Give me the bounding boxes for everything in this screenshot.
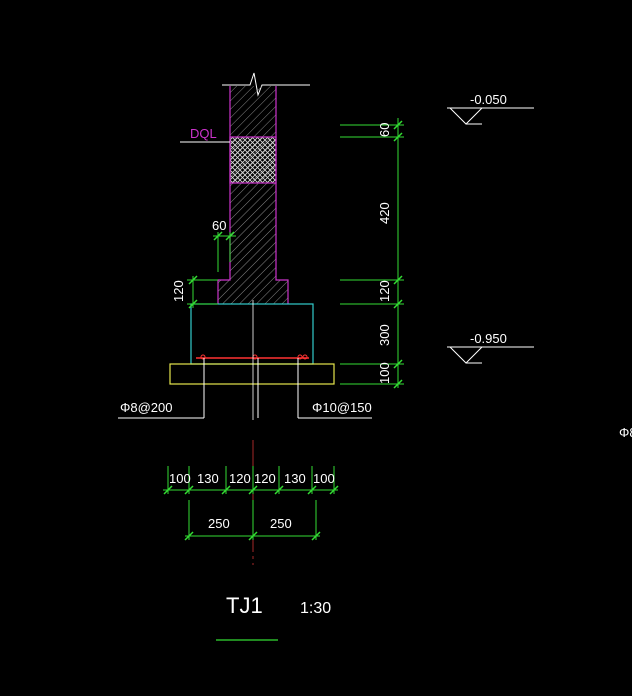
- footing: [190, 303, 314, 365]
- hdim-100-right: 100: [313, 471, 335, 486]
- vertical-dimension-labels: 60 420 120 300 100: [377, 123, 392, 384]
- rebar-right-label: Φ10@150: [312, 400, 372, 415]
- ring-beam: DQL: [180, 126, 277, 184]
- dim-120: 120: [377, 280, 392, 302]
- left-dimensions: [187, 231, 236, 309]
- edge-fragment-label: Φ8: [619, 425, 632, 440]
- dim-left-120: 120: [171, 280, 186, 302]
- hdim-250-left: 250: [208, 516, 230, 531]
- hdim-120-left: 120: [229, 471, 251, 486]
- hdim-250-right: 250: [270, 516, 292, 531]
- elevation-bottom-label: -0.950: [470, 331, 507, 346]
- hdim-100-left: 100: [169, 471, 191, 486]
- drawing-title-block: TJ1 1:30: [216, 593, 331, 641]
- dim-300: 300: [377, 324, 392, 346]
- beam-label: DQL: [190, 126, 217, 141]
- wall-section: [217, 86, 289, 304]
- hdim-120-right: 120: [254, 471, 276, 486]
- drawing-title: TJ1: [226, 593, 263, 618]
- dim-420: 420: [377, 202, 392, 224]
- rebar-left-label: Φ8@200: [120, 400, 173, 415]
- hdim-130-left: 130: [197, 471, 219, 486]
- horizontal-dimensions-row2: [184, 500, 321, 541]
- dim-left-60: 60: [212, 218, 226, 233]
- rebar-leaders: Φ8@200 Φ10@150: [118, 358, 372, 419]
- hdim-130-right: 130: [284, 471, 306, 486]
- elevation-top-label: -0.050: [470, 92, 507, 107]
- vertical-dimensions: [340, 118, 404, 389]
- drawing-scale: 1:30: [300, 600, 331, 617]
- horizontal-dimension-labels-row1: 100 130 120 120 130 100: [169, 471, 335, 486]
- elevation-marker-bottom: -0.950: [447, 331, 534, 364]
- horizontal-dimensions-row1: [163, 466, 339, 495]
- cushion-layer: [169, 363, 335, 385]
- break-line: [222, 72, 310, 97]
- elevation-marker-top: -0.050: [447, 92, 534, 125]
- dim-100: 100: [377, 362, 392, 384]
- dim-60: 60: [377, 123, 392, 137]
